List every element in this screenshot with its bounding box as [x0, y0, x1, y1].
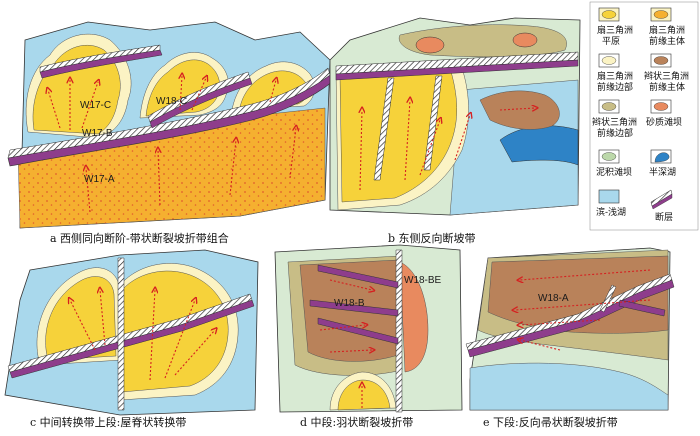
panel-c-fault-vertical [117, 257, 125, 411]
legend-swatch-fan-edge-inner [601, 56, 617, 65]
legend-swatch-braid-edge-inner [601, 102, 617, 111]
legend-label-fan-plain-2: 平原 [602, 36, 620, 47]
panel-a-label-w17c: W17-C [80, 100, 111, 111]
legend-label-fan-front-2: 前缘主体 [649, 35, 685, 47]
panel-e: W18-A e 下段:反向帚状断裂坡折带 [465, 247, 675, 429]
panel-a-fault-mid-scarp [147, 71, 251, 123]
legend-label-braid-edge-2: 前缘边部 [597, 127, 633, 139]
panel-d-label-w18b: W18-B [334, 298, 365, 309]
legend: 扇三角洲 平原 扇三角洲 前缘主体 扇三角洲 前缘边部 辫状三角洲 前缘主体 辫… [589, 1, 699, 231]
panel-d: W18-B W18-BE d 中段:羽状断裂坡折带 [274, 244, 463, 429]
panel-b-fault-main-face [335, 59, 579, 81]
panel-d-label-w18be: W18-BE [404, 275, 442, 286]
panel-a-caption: a 西侧同向断阶-带状断裂坡折带组合 [50, 231, 229, 245]
panel-c-fan-left [45, 276, 117, 361]
panel-d-fault-main [395, 249, 403, 413]
panel-a: W17-C W18-C W17-B W17-A a 西侧同向断阶-带状断裂坡折带… [7, 21, 333, 245]
panel-a-fault-upper-scarp [39, 44, 161, 73]
legend-label-fan-plain-1: 扇三角洲 [597, 24, 633, 36]
legend-label-fan-edge-2: 前缘边部 [597, 81, 633, 93]
panel-b-semi-deep [499, 125, 579, 166]
legend-label-mud-bar: 泥积滩坝 [596, 166, 632, 178]
panel-c: c 中间转换带上段:屋脊状转换带 [4, 249, 259, 429]
panel-b-sand-bar-1 [415, 36, 445, 54]
panel-e-label-w18a: W18-A [538, 293, 569, 304]
panel-b-flow-arrows [360, 100, 535, 191]
legend-label-fault: 断层 [655, 211, 673, 223]
panel-b-fault-v2 [423, 75, 443, 171]
panel-a-flow-arrows [48, 76, 296, 213]
legend-swatch-shallow [598, 189, 620, 204]
panel-a-label-w18c: W18-C [156, 96, 187, 107]
panel-e-lake-shallow [469, 362, 669, 411]
panel-d-fault-splay-1 [317, 264, 399, 289]
panel-c-fault-diag-scarp [7, 293, 253, 373]
legend-label-braid-front-1: 辫状三角洲 [644, 70, 689, 82]
legend-label-semi-deep: 半深湖 [649, 166, 676, 178]
legend-swatch-fault-face [651, 193, 673, 210]
panel-d-fan-bottom [337, 379, 391, 411]
panel-d-fault-splay-3 [317, 317, 399, 345]
panel-c-flow-arrows [70, 290, 215, 381]
panel-e-caption: e 下段:反向帚状断裂坡折带 [483, 415, 618, 429]
legend-label-fan-front-1: 扇三角洲 [649, 24, 685, 36]
panel-e-flow-arrows [515, 269, 651, 351]
panel-e-braid-front [487, 255, 669, 334]
panel-b-sand-bar-2 [512, 32, 538, 48]
legend-label-fan-edge-1: 扇三角洲 [597, 70, 633, 82]
legend-label-shallow: 滨-浅湖 [596, 206, 626, 218]
panel-d-sand-bar [399, 261, 429, 373]
panel-b-caption: b 东侧反向断坡带 [388, 231, 476, 245]
panel-a-label-w17b: W17-B [82, 128, 113, 139]
legend-swatch-fan-front-inner [653, 10, 669, 19]
legend-swatch-sand-bar-inner [653, 102, 669, 111]
panel-e-fault-splay-1 [599, 284, 617, 313]
legend-label-braid-front-2: 前缘主体 [649, 81, 685, 93]
legend-swatch-semi-deep-inner [654, 152, 670, 163]
panel-e-fault-main-scarp [465, 273, 673, 351]
panel-c-caption: c 中间转换带上段:屋脊状转换带 [30, 415, 186, 429]
legend-label-sand-bar: 砂质滩坝 [646, 116, 682, 128]
panel-b-fault-v1 [373, 77, 395, 181]
panel-d-caption: d 中段:羽状断裂坡折带 [300, 415, 413, 429]
legend-label-braid-edge-1: 辫状三角洲 [592, 116, 637, 128]
panel-b-braid-front [479, 90, 560, 130]
panel-d-fault-splay-2 [309, 299, 399, 317]
legend-swatch-mud-bar-inner [601, 152, 617, 161]
legend-swatch-fan-plain-inner [601, 10, 617, 19]
panel-e-fault-splay-2 [618, 299, 666, 317]
legend-swatch-braid-front-inner [653, 56, 669, 65]
panel-b: b 东侧反向断坡带 [329, 17, 581, 245]
panel-d-flow-arrows [319, 279, 372, 408]
panel-a-label-w17a: W17-A [84, 174, 115, 185]
